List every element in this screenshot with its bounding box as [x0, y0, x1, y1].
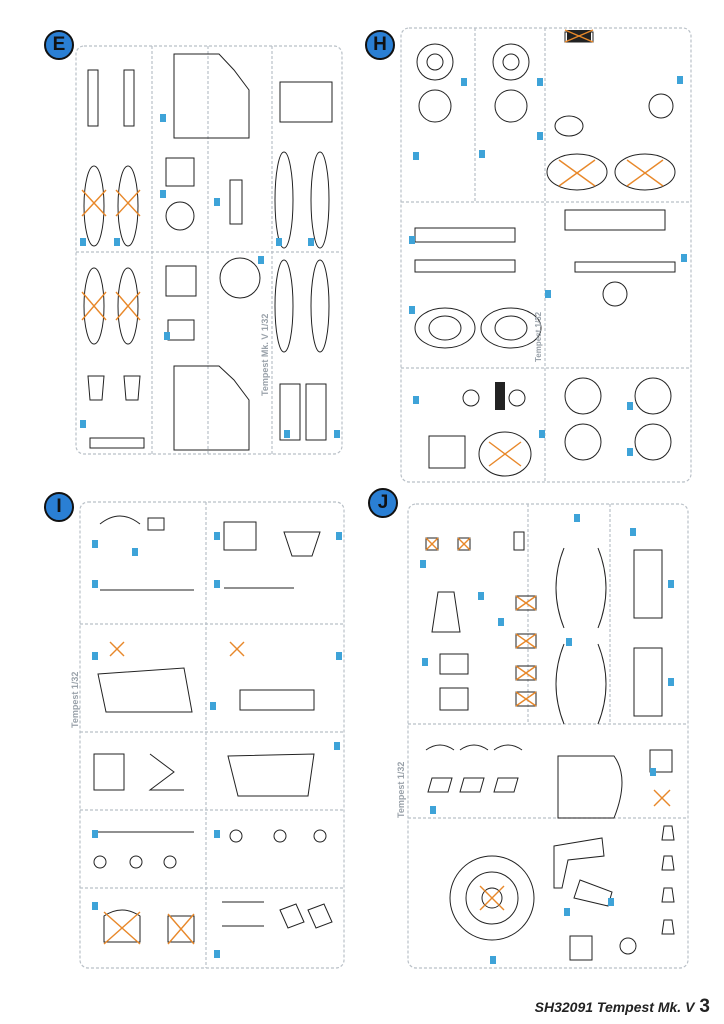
- sprue-h: H: [365, 22, 695, 484]
- sprue-j-name-label: Tempest 1/32: [396, 762, 406, 818]
- page-number: 3: [699, 996, 710, 1017]
- sprue-i-drawing: Tempest 1/32: [70, 501, 345, 969]
- sprue-j-drawing: Tempest 1/32: [396, 503, 689, 969]
- sprue-e-name-label: Tempest Mk. V 1/32: [260, 314, 270, 396]
- sprue-i-badge: I: [44, 492, 74, 522]
- product-code: SH32091 Tempest Mk. V: [534, 999, 695, 1015]
- sprue-i: I: [44, 492, 350, 978]
- sprue-j-badge: J: [368, 488, 398, 518]
- sprue-i-name-label: Tempest 1/32: [70, 672, 80, 728]
- sprue-e: E: [44, 30, 350, 462]
- sprue-e-drawing: Tempest Mk. V 1/32: [75, 45, 343, 455]
- sprue-j: J: [368, 488, 694, 978]
- sprue-h-badge: H: [365, 30, 395, 60]
- sprue-h-drawing: Tempest 1/32: [400, 27, 692, 483]
- sprue-e-badge: E: [44, 30, 74, 60]
- sprue-h-name-label: Tempest 1/32: [534, 311, 543, 362]
